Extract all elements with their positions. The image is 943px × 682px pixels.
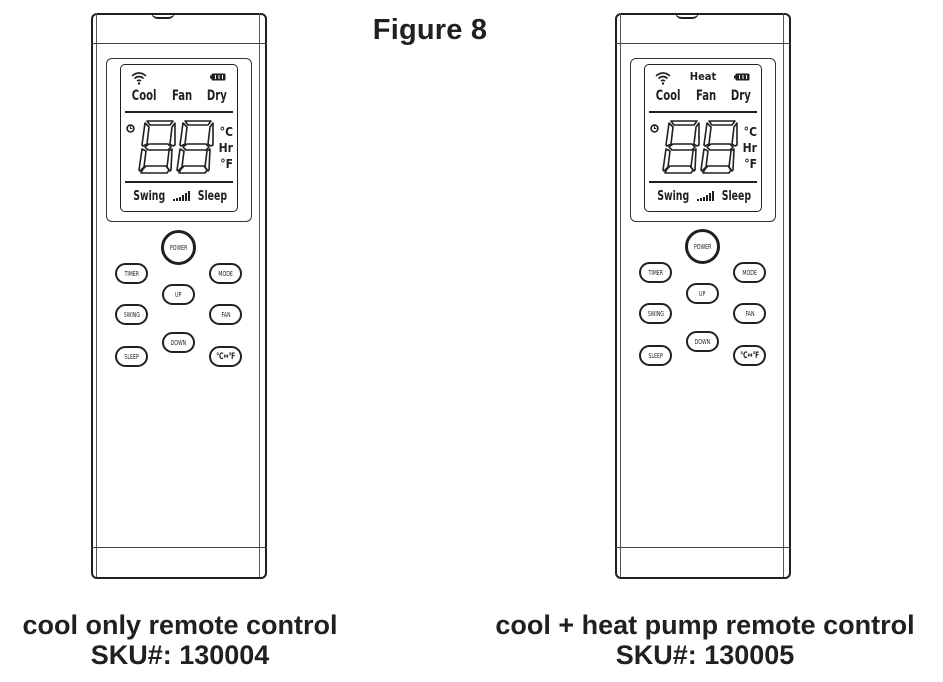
lcd-top-row: Cool Fan Dry (127, 69, 231, 109)
lcd-screen: Cool Fan Dry (120, 64, 238, 212)
lcd-units: °C Hr °F (735, 124, 757, 172)
down-button-label: DOWN (170, 338, 187, 347)
lcd-top-row: Heat Cool Fan Dry (651, 69, 755, 109)
celsius-fahrenheit-toggle-icon: ℃↔℉ (215, 351, 236, 362)
mode-button[interactable]: MODE (209, 263, 242, 284)
remote-body-outline (615, 13, 791, 579)
lcd-mode-fan: Fan (696, 88, 717, 104)
lcd-screen: Heat Cool Fan Dry (644, 64, 762, 212)
timer-button-label: TIMER (648, 268, 663, 277)
lcd-mode-labels: Cool Fan Dry (127, 88, 231, 104)
battery-icon (210, 73, 226, 81)
timer-button[interactable]: TIMER (639, 262, 672, 283)
power-button-label: POWER (693, 242, 712, 251)
swing-button-label: SWING (647, 309, 664, 318)
remote-foot-seam (615, 547, 791, 548)
lcd-mode-labels: Cool Fan Dry (651, 88, 755, 104)
fan-button-label: FAN (221, 310, 230, 319)
fan-speed-bars-icon (172, 191, 190, 201)
remote-cool-only: Cool Fan Dry (91, 12, 267, 579)
sleep-button-label: SLEEP (648, 351, 663, 360)
up-button-label: UP (699, 289, 706, 298)
caption-description: cool only remote control (22, 610, 338, 640)
down-button-label: DOWN (694, 337, 711, 346)
sleep-button[interactable]: SLEEP (115, 346, 148, 367)
lcd-mode-cool: Cool (131, 88, 157, 104)
lcd-bezel: Cool Fan Dry (106, 58, 252, 222)
lcd-mode-dry: Dry (731, 88, 752, 104)
fan-speed-bars-icon (696, 191, 714, 201)
figure-title: Figure 8 (372, 14, 488, 46)
mode-button-label: MODE (742, 268, 757, 277)
lcd-divider-top (125, 111, 233, 113)
caption-sku: SKU#: 130005 (615, 640, 795, 670)
lcd-mode-fan: Fan (172, 88, 193, 104)
unit-toggle-button[interactable]: ℃↔℉ (209, 346, 242, 367)
up-button[interactable]: UP (686, 283, 719, 304)
power-button-label: POWER (169, 243, 188, 252)
lcd-swing-label: Swing (657, 188, 690, 204)
lcd-bezel: Heat Cool Fan Dry (630, 58, 776, 222)
wifi-icon (131, 72, 147, 85)
seven-segment-digits (138, 120, 214, 174)
seven-segment-digits (662, 120, 738, 174)
power-button[interactable]: POWER (161, 230, 196, 265)
celsius-fahrenheit-toggle-icon: ℃↔℉ (739, 350, 760, 361)
battery-icon (734, 73, 750, 81)
mode-button-label: MODE (218, 269, 233, 278)
up-button-label: UP (175, 290, 182, 299)
remote-body-inner-edge (620, 13, 784, 577)
lcd-heat-label: Heat (689, 70, 717, 83)
clock-icon (650, 124, 659, 133)
unit-toggle-button[interactable]: ℃↔℉ (733, 345, 766, 366)
ir-emitter-notch (151, 12, 175, 19)
fan-button[interactable]: FAN (733, 303, 766, 324)
unit-hours: Hr (218, 141, 233, 155)
clock-icon (126, 124, 135, 133)
unit-fahrenheit: °F (220, 157, 233, 171)
up-button[interactable]: UP (162, 284, 195, 305)
caption-sku: SKU#: 130004 (90, 640, 270, 670)
lcd-mode-cool: Cool (655, 88, 681, 104)
sleep-button-label: SLEEP (124, 352, 139, 361)
down-button[interactable]: DOWN (162, 332, 195, 353)
lcd-divider-bottom (125, 181, 233, 183)
caption-description: cool + heat pump remote control (495, 610, 915, 640)
unit-celsius: °C (219, 125, 233, 139)
lcd-sleep-label: Sleep (197, 188, 228, 204)
unit-hours: Hr (742, 141, 757, 155)
power-button[interactable]: POWER (685, 229, 720, 264)
timer-button-label: TIMER (124, 269, 139, 278)
timer-button[interactable]: TIMER (115, 263, 148, 284)
lcd-bottom-row: Swing Sleep (651, 187, 757, 205)
remote-head-seam (91, 43, 267, 44)
remote-foot-seam (91, 547, 267, 548)
unit-fahrenheit: °F (744, 157, 757, 171)
remote-body-inner-edge (96, 13, 260, 577)
fan-button-label: FAN (745, 309, 754, 318)
unit-celsius: °C (743, 125, 757, 139)
caption-cool-only: cool only remote control SKU#: 130004 (0, 610, 360, 670)
swing-button[interactable]: SWING (639, 303, 672, 324)
lcd-swing-label: Swing (133, 188, 166, 204)
remote-head-seam (615, 43, 791, 44)
sleep-button[interactable]: SLEEP (639, 345, 672, 366)
lcd-mode-dry: Dry (207, 88, 228, 104)
swing-button[interactable]: SWING (115, 304, 148, 325)
remote-body-outline (91, 13, 267, 579)
down-button[interactable]: DOWN (686, 331, 719, 352)
caption-cool-heat-pump: cool + heat pump remote control SKU#: 13… (470, 610, 940, 670)
ir-emitter-notch (675, 12, 699, 19)
lcd-divider-top (649, 111, 757, 113)
lcd-divider-bottom (649, 181, 757, 183)
lcd-units: °C Hr °F (211, 124, 233, 172)
fan-button[interactable]: FAN (209, 304, 242, 325)
wifi-icon (655, 72, 671, 85)
remote-cool-heat-pump: Heat Cool Fan Dry (615, 12, 791, 579)
lcd-bottom-row: Swing Sleep (127, 187, 233, 205)
swing-button-label: SWING (123, 310, 140, 319)
lcd-sleep-label: Sleep (721, 188, 752, 204)
mode-button[interactable]: MODE (733, 262, 766, 283)
